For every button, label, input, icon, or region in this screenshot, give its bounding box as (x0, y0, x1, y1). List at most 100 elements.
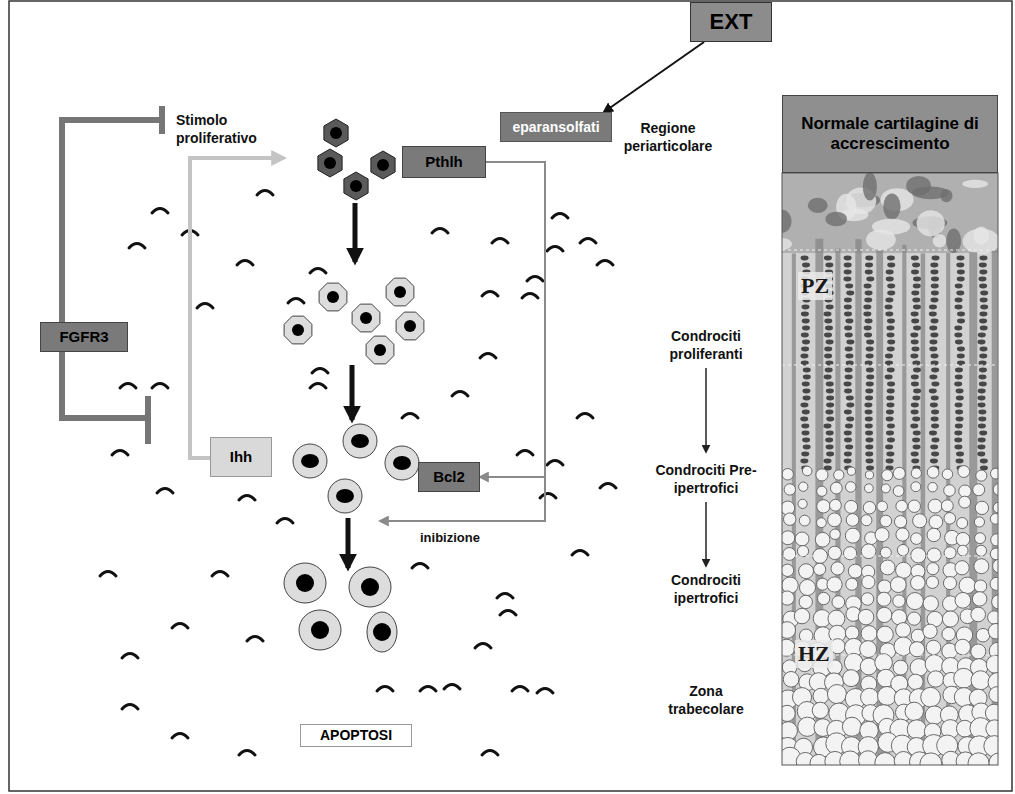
column-cell (865, 452, 873, 457)
matrix-blob (883, 194, 900, 220)
hypertrophic-lacuna (988, 623, 998, 639)
column-cell (844, 431, 852, 436)
column-cell (823, 424, 831, 429)
hypertrophic-lacuna (828, 610, 845, 627)
hypertrophic-lacuna (795, 532, 809, 546)
inhibition-bar (145, 396, 151, 444)
node-text: APOPTOSI (320, 727, 392, 744)
hypertrophic-lacuna (911, 548, 926, 563)
column-cell (825, 263, 833, 268)
column-cell (886, 410, 894, 415)
hypertrophic-lacuna (990, 513, 998, 524)
column-cell (846, 340, 854, 345)
cell-nucleus (377, 159, 389, 171)
column-cell (844, 452, 852, 457)
column-cell (865, 431, 873, 436)
column-cell (910, 424, 918, 429)
hypertrophic-lacuna (913, 514, 927, 528)
proliferating-cell (284, 316, 312, 344)
hypertrophic-lacuna (990, 577, 998, 590)
column-cell (977, 396, 985, 401)
periarticular-cell (324, 119, 348, 147)
matrix-arc (152, 384, 168, 389)
hypertrophic-lacuna (927, 528, 941, 542)
column-cell (978, 417, 986, 422)
column-cell (866, 277, 874, 282)
column-cell (824, 375, 832, 380)
hypertrophic-lacuna (991, 534, 998, 546)
column-cell (824, 256, 832, 261)
hypertrophic-lacuna (976, 545, 987, 556)
column-cell (977, 445, 985, 450)
hypertrophic-lacuna (877, 626, 894, 643)
node-text: EXT (710, 9, 753, 35)
matrix-arc (112, 451, 128, 456)
column-cell (826, 382, 834, 387)
hypertrophic-lacuna (799, 579, 815, 595)
prehypertrophic-cell (328, 479, 362, 513)
outcome-box: APOPTOSI (300, 724, 412, 747)
cell-nucleus (351, 434, 369, 448)
column-cell (846, 396, 854, 401)
hypertrophic-lacuna (834, 470, 844, 480)
column-cell (885, 445, 893, 450)
column-cell (825, 368, 833, 373)
prehypertrophic-cell (293, 444, 327, 478)
column-cell (956, 263, 964, 268)
hypertrophic-lacuna (972, 592, 986, 606)
column-cell (955, 298, 963, 303)
matrix-arc (310, 269, 326, 274)
periarticular-cell (371, 151, 395, 179)
column-cell (844, 326, 852, 331)
hypertrophic-lacuna (974, 517, 984, 527)
zone-divider (782, 250, 998, 251)
hypertrophic-lacuna (840, 751, 861, 765)
column-cell (955, 340, 963, 345)
zone-label: Zona trabecolare (650, 683, 762, 718)
column-cell (913, 431, 921, 436)
hypertrophic-lacuna (828, 513, 842, 527)
column-cell (977, 452, 985, 457)
column-cell (885, 375, 893, 380)
column-cell (846, 291, 854, 296)
column-cell (800, 354, 808, 359)
stage-arrow (705, 502, 707, 566)
column-cell (913, 368, 921, 373)
hypertrophic-lacuna (799, 595, 812, 608)
column-cell (955, 284, 963, 289)
hypertrophic-lacuna (843, 670, 860, 687)
matrix-blob (863, 173, 877, 200)
stimulus-arrow (190, 158, 284, 458)
hypertrophic-lacuna (973, 484, 985, 496)
hypertrophic-lacuna (975, 533, 986, 544)
column-cell (824, 333, 832, 338)
column-cell (978, 438, 986, 443)
column-cell (955, 403, 963, 408)
hypertrophic-lacuna (985, 704, 998, 722)
hypertrophic-lacuna (802, 466, 812, 476)
hypertrophic-lacuna (862, 575, 875, 588)
hypertrophic-lacuna (986, 720, 998, 738)
matrix-arc (420, 687, 436, 692)
column-cell (957, 277, 965, 282)
hypertrophic-lacuna (908, 500, 920, 512)
hypertrophic-lacuna (956, 532, 970, 546)
column-cell (979, 347, 987, 352)
hypertrophic-lacuna (896, 500, 908, 512)
column-cell (911, 291, 919, 296)
column-cell (801, 256, 809, 261)
hypertrophic-lacuna (968, 753, 989, 765)
hypertrophic-lacuna (923, 624, 937, 638)
column-cell (845, 375, 853, 380)
hypertrophic-lacuna (784, 513, 796, 525)
matrix-arc (310, 384, 326, 389)
column-cell (802, 340, 810, 345)
column-cell (978, 375, 986, 380)
column-cell (801, 347, 809, 352)
hypertrophic-lacuna (974, 580, 987, 593)
column-cell (886, 270, 894, 275)
zone-label: Regione periarticolare (612, 120, 724, 155)
column-cell (887, 319, 895, 324)
hypertrophic-lacuna (875, 654, 893, 672)
column-cell (979, 263, 987, 268)
